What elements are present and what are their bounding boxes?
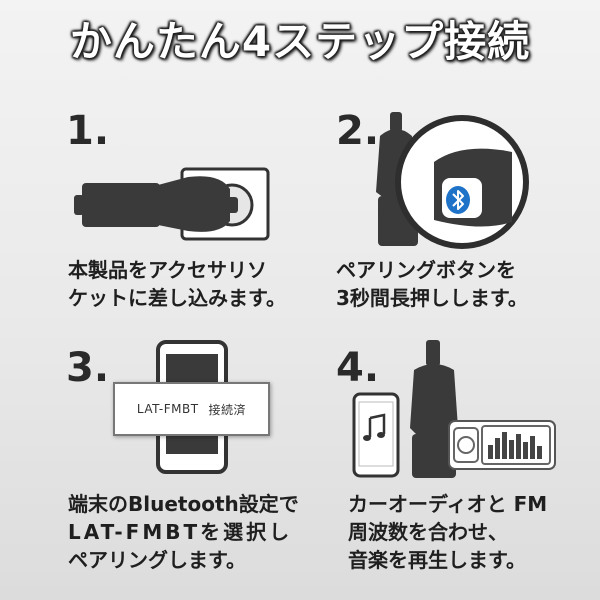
car-charger-icon — [74, 167, 270, 241]
step-1-description: 本製品をアクセサリソ ケットに差し込みます。 — [68, 258, 286, 310]
car-charger-standing-icon — [410, 340, 458, 478]
step-4-description: カーオーディオと FM 周波数を合わせ、 音楽を再生します。 — [348, 492, 548, 572]
charger-pairing-icon — [376, 112, 529, 249]
car-stereo-icon — [448, 420, 556, 470]
step-1-number: 1. — [66, 108, 110, 154]
step-4-number: 4. — [336, 345, 380, 391]
device-name: LAT-FMBT — [136, 402, 199, 416]
step-2-number: 2. — [336, 108, 380, 154]
bluetooth-icon — [446, 186, 470, 214]
step-3-description: 端末のBluetooth設定で LAT-FMBTを選択し ペアリングします。 — [68, 492, 299, 572]
step-2-description: ペアリングボタンを 3秒間長押しします。 — [336, 258, 528, 310]
step-3-number: 3. — [66, 345, 110, 391]
page-title: かんたん4ステップ接続 — [69, 17, 531, 66]
connection-status-label: LAT-FMBT 接続済 — [113, 382, 270, 436]
small-smartphone-icon — [352, 392, 400, 478]
music-note-icon — [363, 413, 386, 441]
connection-status: 接続済 — [208, 402, 247, 417]
